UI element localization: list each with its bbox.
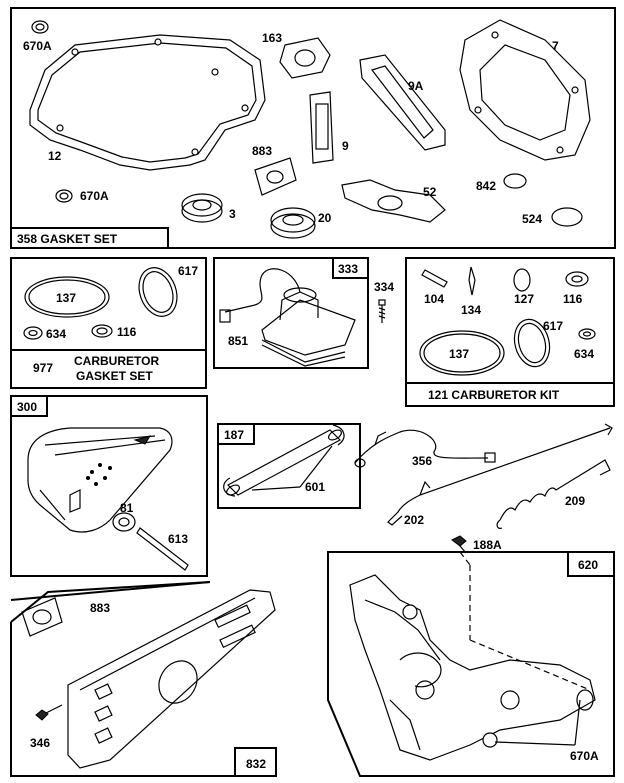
guard-number: 832 bbox=[246, 757, 266, 771]
oil-seal-20 bbox=[270, 207, 316, 239]
screw-334 bbox=[378, 299, 386, 323]
seal-670a-top bbox=[31, 20, 49, 34]
label-202: 202 bbox=[404, 513, 424, 527]
svg-text:358 GASKET SET: 358 GASKET SET bbox=[17, 232, 118, 246]
crankcase-gasket bbox=[29, 34, 266, 171]
rod-613 bbox=[136, 527, 189, 571]
bracket-number: 620 bbox=[578, 558, 598, 572]
label-601: 601 bbox=[305, 480, 325, 494]
gasket-163 bbox=[279, 37, 331, 79]
pin-104 bbox=[421, 269, 448, 288]
label-334: 334 bbox=[374, 280, 394, 294]
oil-seal-3 bbox=[181, 193, 223, 223]
label-116-a: 116 bbox=[117, 325, 137, 339]
label-12: 12 bbox=[48, 149, 62, 163]
gasket-set-caption: GASKET SET bbox=[40, 232, 117, 246]
label-524: 524 bbox=[522, 212, 542, 226]
label-104: 104 bbox=[424, 292, 444, 306]
label-883-gs: 883 bbox=[252, 144, 272, 158]
label-883-b: 883 bbox=[90, 601, 110, 615]
head-gasket bbox=[459, 19, 591, 161]
seal-670a-mid bbox=[55, 189, 73, 203]
carb-gasket-caption-1: CARBURETOR bbox=[74, 354, 159, 368]
label-842: 842 bbox=[476, 179, 496, 193]
gasket-9 bbox=[309, 91, 334, 164]
control-bracket-panel: 620 670A bbox=[327, 551, 615, 777]
label-137-a: 137 bbox=[56, 291, 76, 305]
gasket-617-a bbox=[138, 267, 178, 317]
carb-kit-caption: CARBURETOR KIT bbox=[451, 388, 559, 402]
muffler-guard-panel: 832 883 346 bbox=[10, 581, 277, 777]
gasket-137-a bbox=[24, 276, 110, 318]
gasket-set-panel: 358 GASKET SET bbox=[10, 7, 616, 249]
ignition-panel: 333 851 bbox=[213, 257, 369, 369]
screw-346 bbox=[35, 704, 63, 721]
seal-634-b bbox=[578, 328, 596, 340]
seal-634-a bbox=[23, 326, 43, 340]
plug-127 bbox=[513, 268, 531, 292]
label-634-b: 634 bbox=[574, 347, 594, 361]
label-851: 851 bbox=[228, 334, 248, 348]
label-617-b: 617 bbox=[543, 319, 563, 333]
gasket-9a bbox=[359, 54, 446, 151]
label-3: 3 bbox=[229, 207, 236, 221]
gasket-137-b bbox=[419, 330, 505, 376]
ignition-number: 333 bbox=[338, 262, 358, 276]
label-127: 127 bbox=[514, 292, 534, 306]
harness-356 bbox=[354, 429, 496, 468]
seal-116-a bbox=[91, 324, 113, 338]
carb-gasket-caption-2: GASKET SET bbox=[76, 369, 153, 383]
spring-209 bbox=[496, 459, 611, 529]
label-670a-mid: 670A bbox=[80, 189, 109, 203]
gasket-617-b bbox=[513, 318, 551, 368]
muffler-panel: 300 81 613 bbox=[10, 395, 208, 577]
label-9: 9 bbox=[342, 139, 349, 153]
washer-81 bbox=[112, 512, 136, 532]
label-209: 209 bbox=[565, 494, 585, 508]
carb-gasket-set-panel: 977 CARBURETOR GASKET SET 137 617 634 11… bbox=[10, 257, 207, 389]
ignition-coil bbox=[261, 299, 356, 356]
carb-kit-panel: 121 CARBURETOR KIT 104 134 127 116 137 6… bbox=[405, 257, 615, 407]
label-20: 20 bbox=[318, 211, 332, 225]
seal-116-b bbox=[565, 271, 589, 287]
label-52: 52 bbox=[423, 185, 437, 199]
fuel-line-tube bbox=[227, 429, 341, 496]
label-188a: 188A bbox=[473, 538, 502, 552]
label-9a: 9A bbox=[408, 79, 424, 93]
label-613: 613 bbox=[168, 532, 188, 546]
carb-kit-number: 121 bbox=[428, 388, 448, 402]
fuel-line-number: 187 bbox=[224, 428, 244, 442]
label-356: 356 bbox=[412, 454, 432, 468]
muffler-number: 300 bbox=[17, 400, 37, 414]
label-7: 7 bbox=[552, 39, 559, 53]
muffler-body bbox=[27, 427, 173, 533]
gasket-883-b bbox=[21, 597, 63, 637]
label-670a-b: 670A bbox=[570, 749, 599, 763]
gasket-883-top bbox=[254, 157, 297, 196]
muffler-guard bbox=[67, 589, 276, 769]
o-ring-842 bbox=[503, 173, 527, 189]
control-bracket bbox=[349, 574, 596, 761]
label-116-b: 116 bbox=[563, 292, 583, 306]
label-346: 346 bbox=[30, 736, 50, 750]
gasket-set-number: 358 bbox=[17, 232, 37, 246]
label-670a-top: 670A bbox=[23, 39, 52, 53]
label-617-a: 617 bbox=[178, 264, 198, 278]
link-202 bbox=[387, 423, 613, 526]
label-134: 134 bbox=[461, 303, 481, 317]
label-137-b: 137 bbox=[449, 347, 469, 361]
label-163: 163 bbox=[262, 31, 282, 45]
label-81: 81 bbox=[120, 501, 134, 515]
o-ring-524 bbox=[551, 207, 583, 227]
fuel-line-panel: 187 601 bbox=[217, 423, 361, 509]
carb-gasket-set-number: 977 bbox=[33, 361, 53, 375]
screw-188a bbox=[451, 535, 467, 554]
exhaust-gasket-52 bbox=[341, 179, 446, 223]
needle-134 bbox=[468, 266, 476, 296]
label-634-a: 634 bbox=[46, 327, 66, 341]
svg-text:121 CARBURETOR KIT: 121 CARBURETOR KIT bbox=[428, 388, 560, 402]
